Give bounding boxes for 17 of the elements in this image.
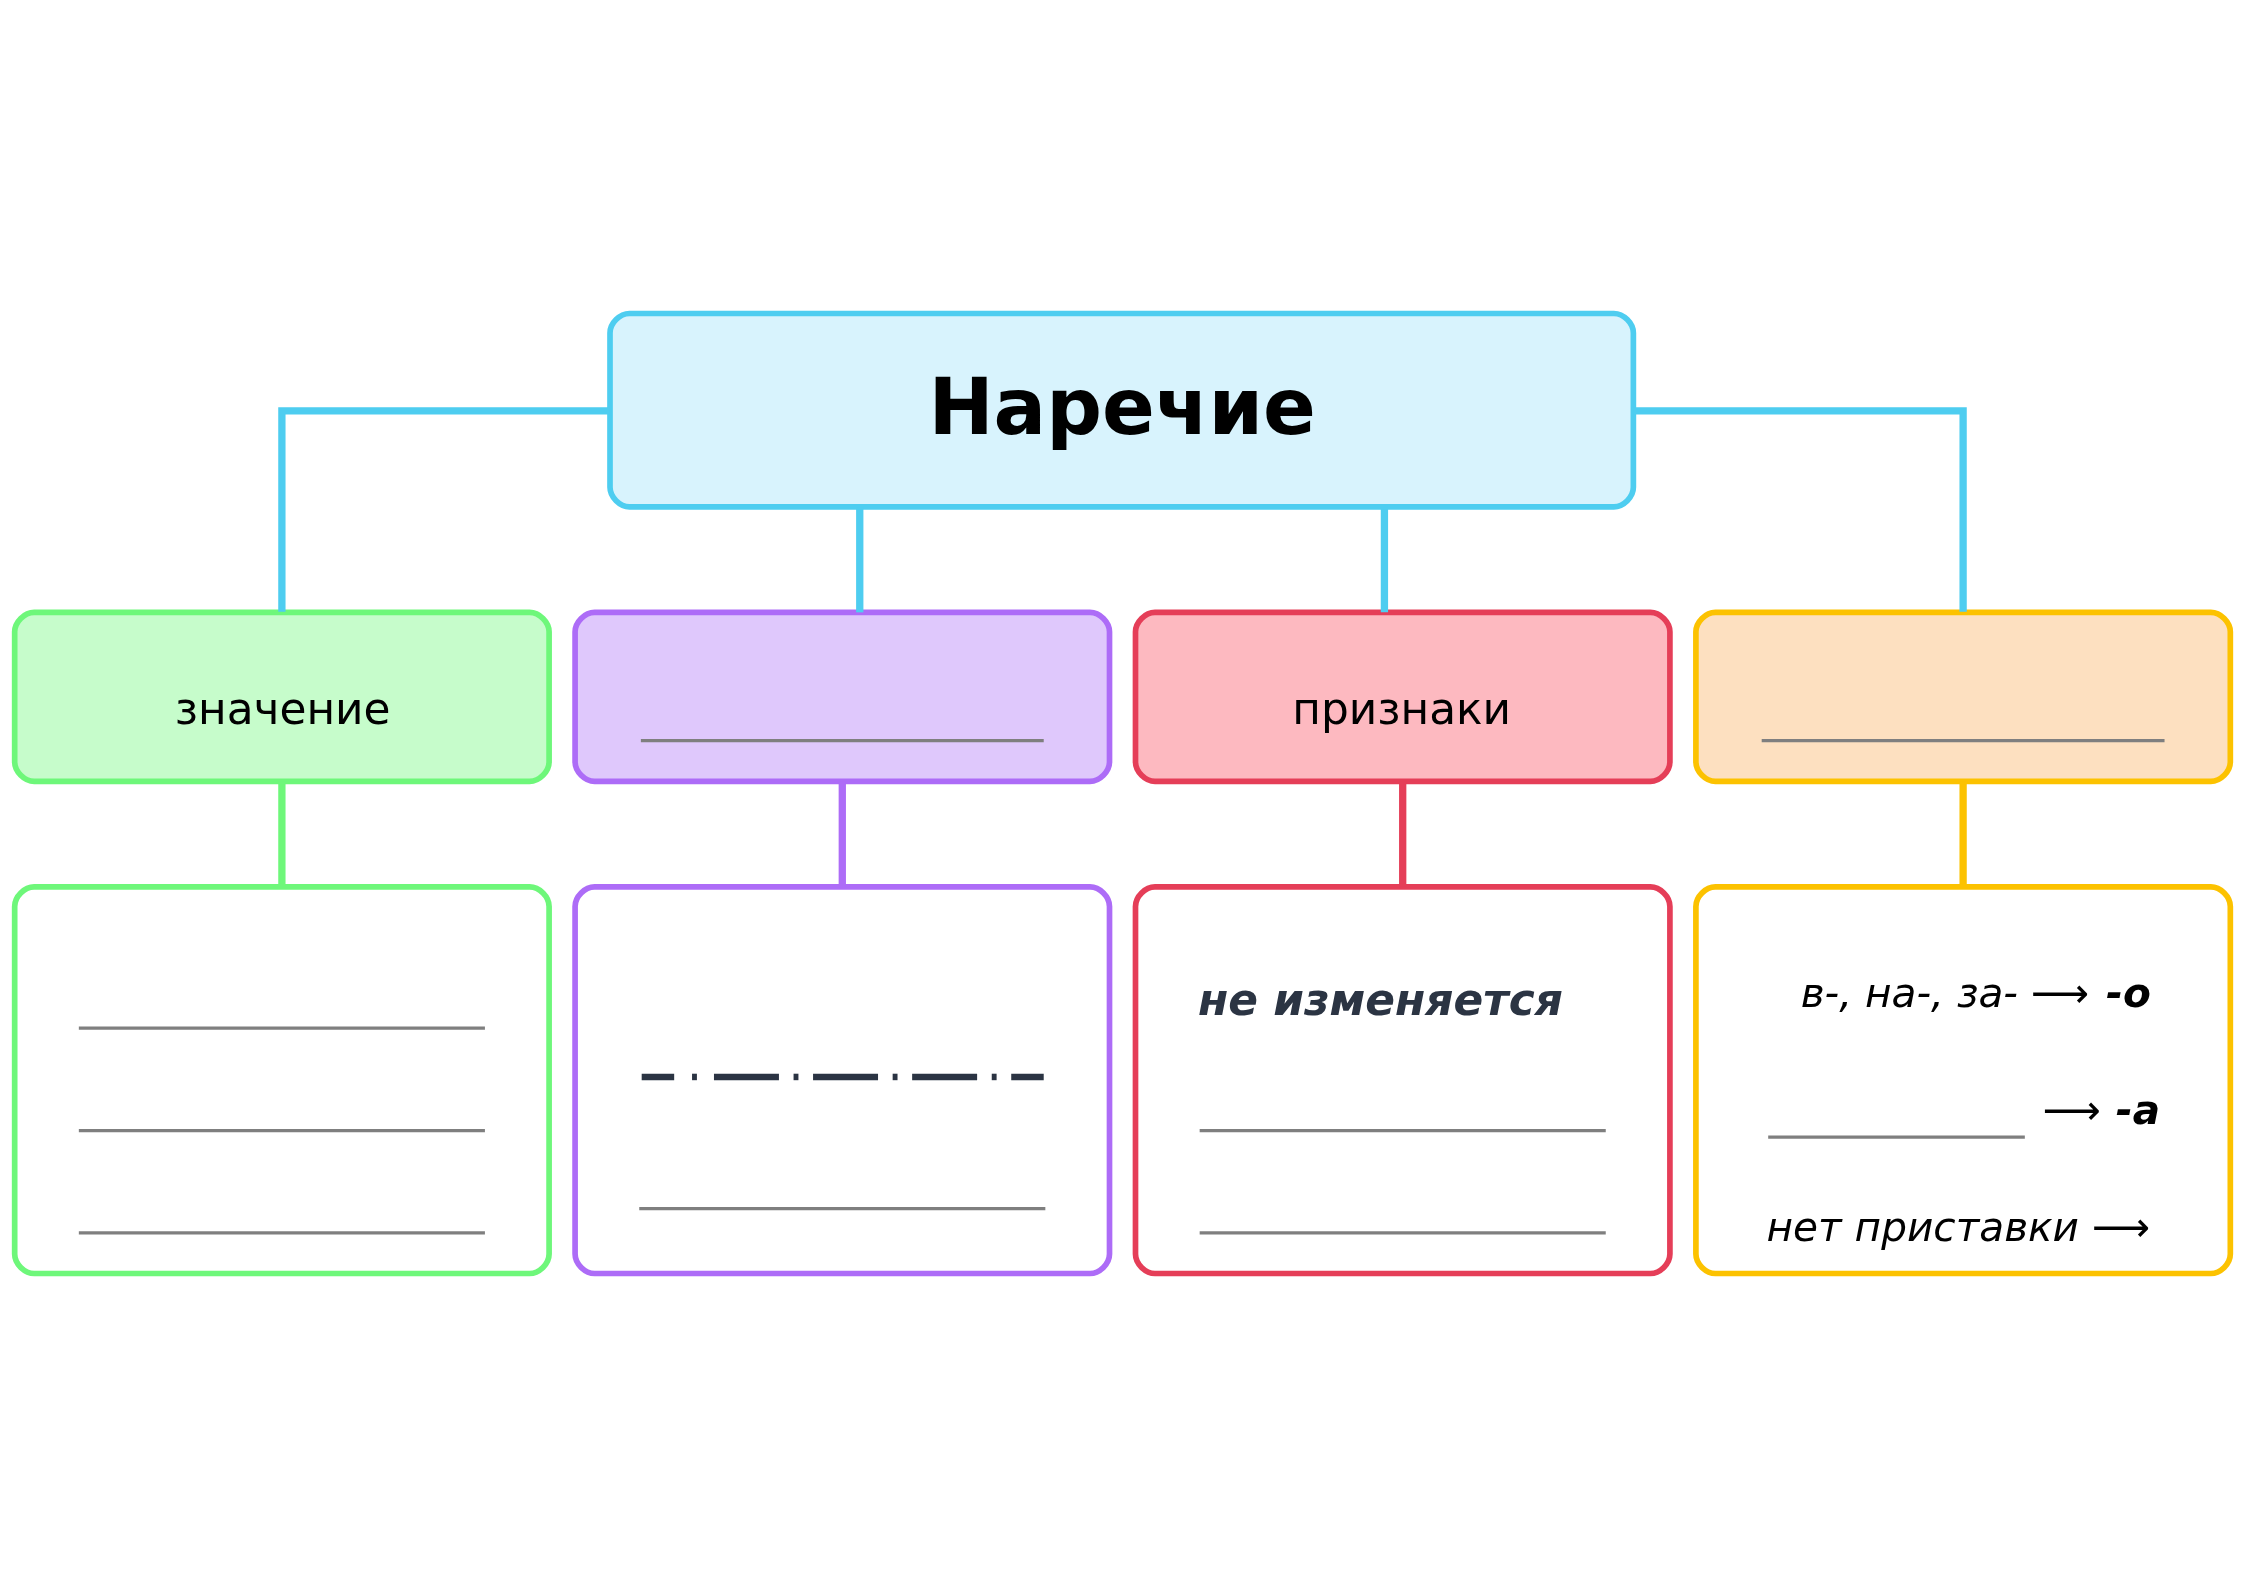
node-box	[572, 609, 1113, 785]
connector	[856, 507, 864, 613]
connector	[1399, 781, 1407, 887]
node-box: не изменяется	[1132, 884, 1673, 1277]
connector	[838, 781, 846, 887]
connector	[1380, 507, 1389, 613]
connector	[278, 407, 610, 612]
node-box: Наречие	[607, 310, 1637, 510]
connector	[1959, 781, 1967, 887]
connector	[278, 781, 286, 887]
node-box: значение	[11, 609, 552, 785]
node-box: признаки	[1132, 609, 1673, 785]
node-box	[1693, 609, 2234, 785]
node-box	[11, 884, 552, 1277]
node-box: в-, на-, за- ⟶ -о ⟶ -а нет приставки ⟶	[1693, 884, 2234, 1277]
connector	[1633, 407, 1967, 612]
node-box	[572, 884, 1113, 1277]
